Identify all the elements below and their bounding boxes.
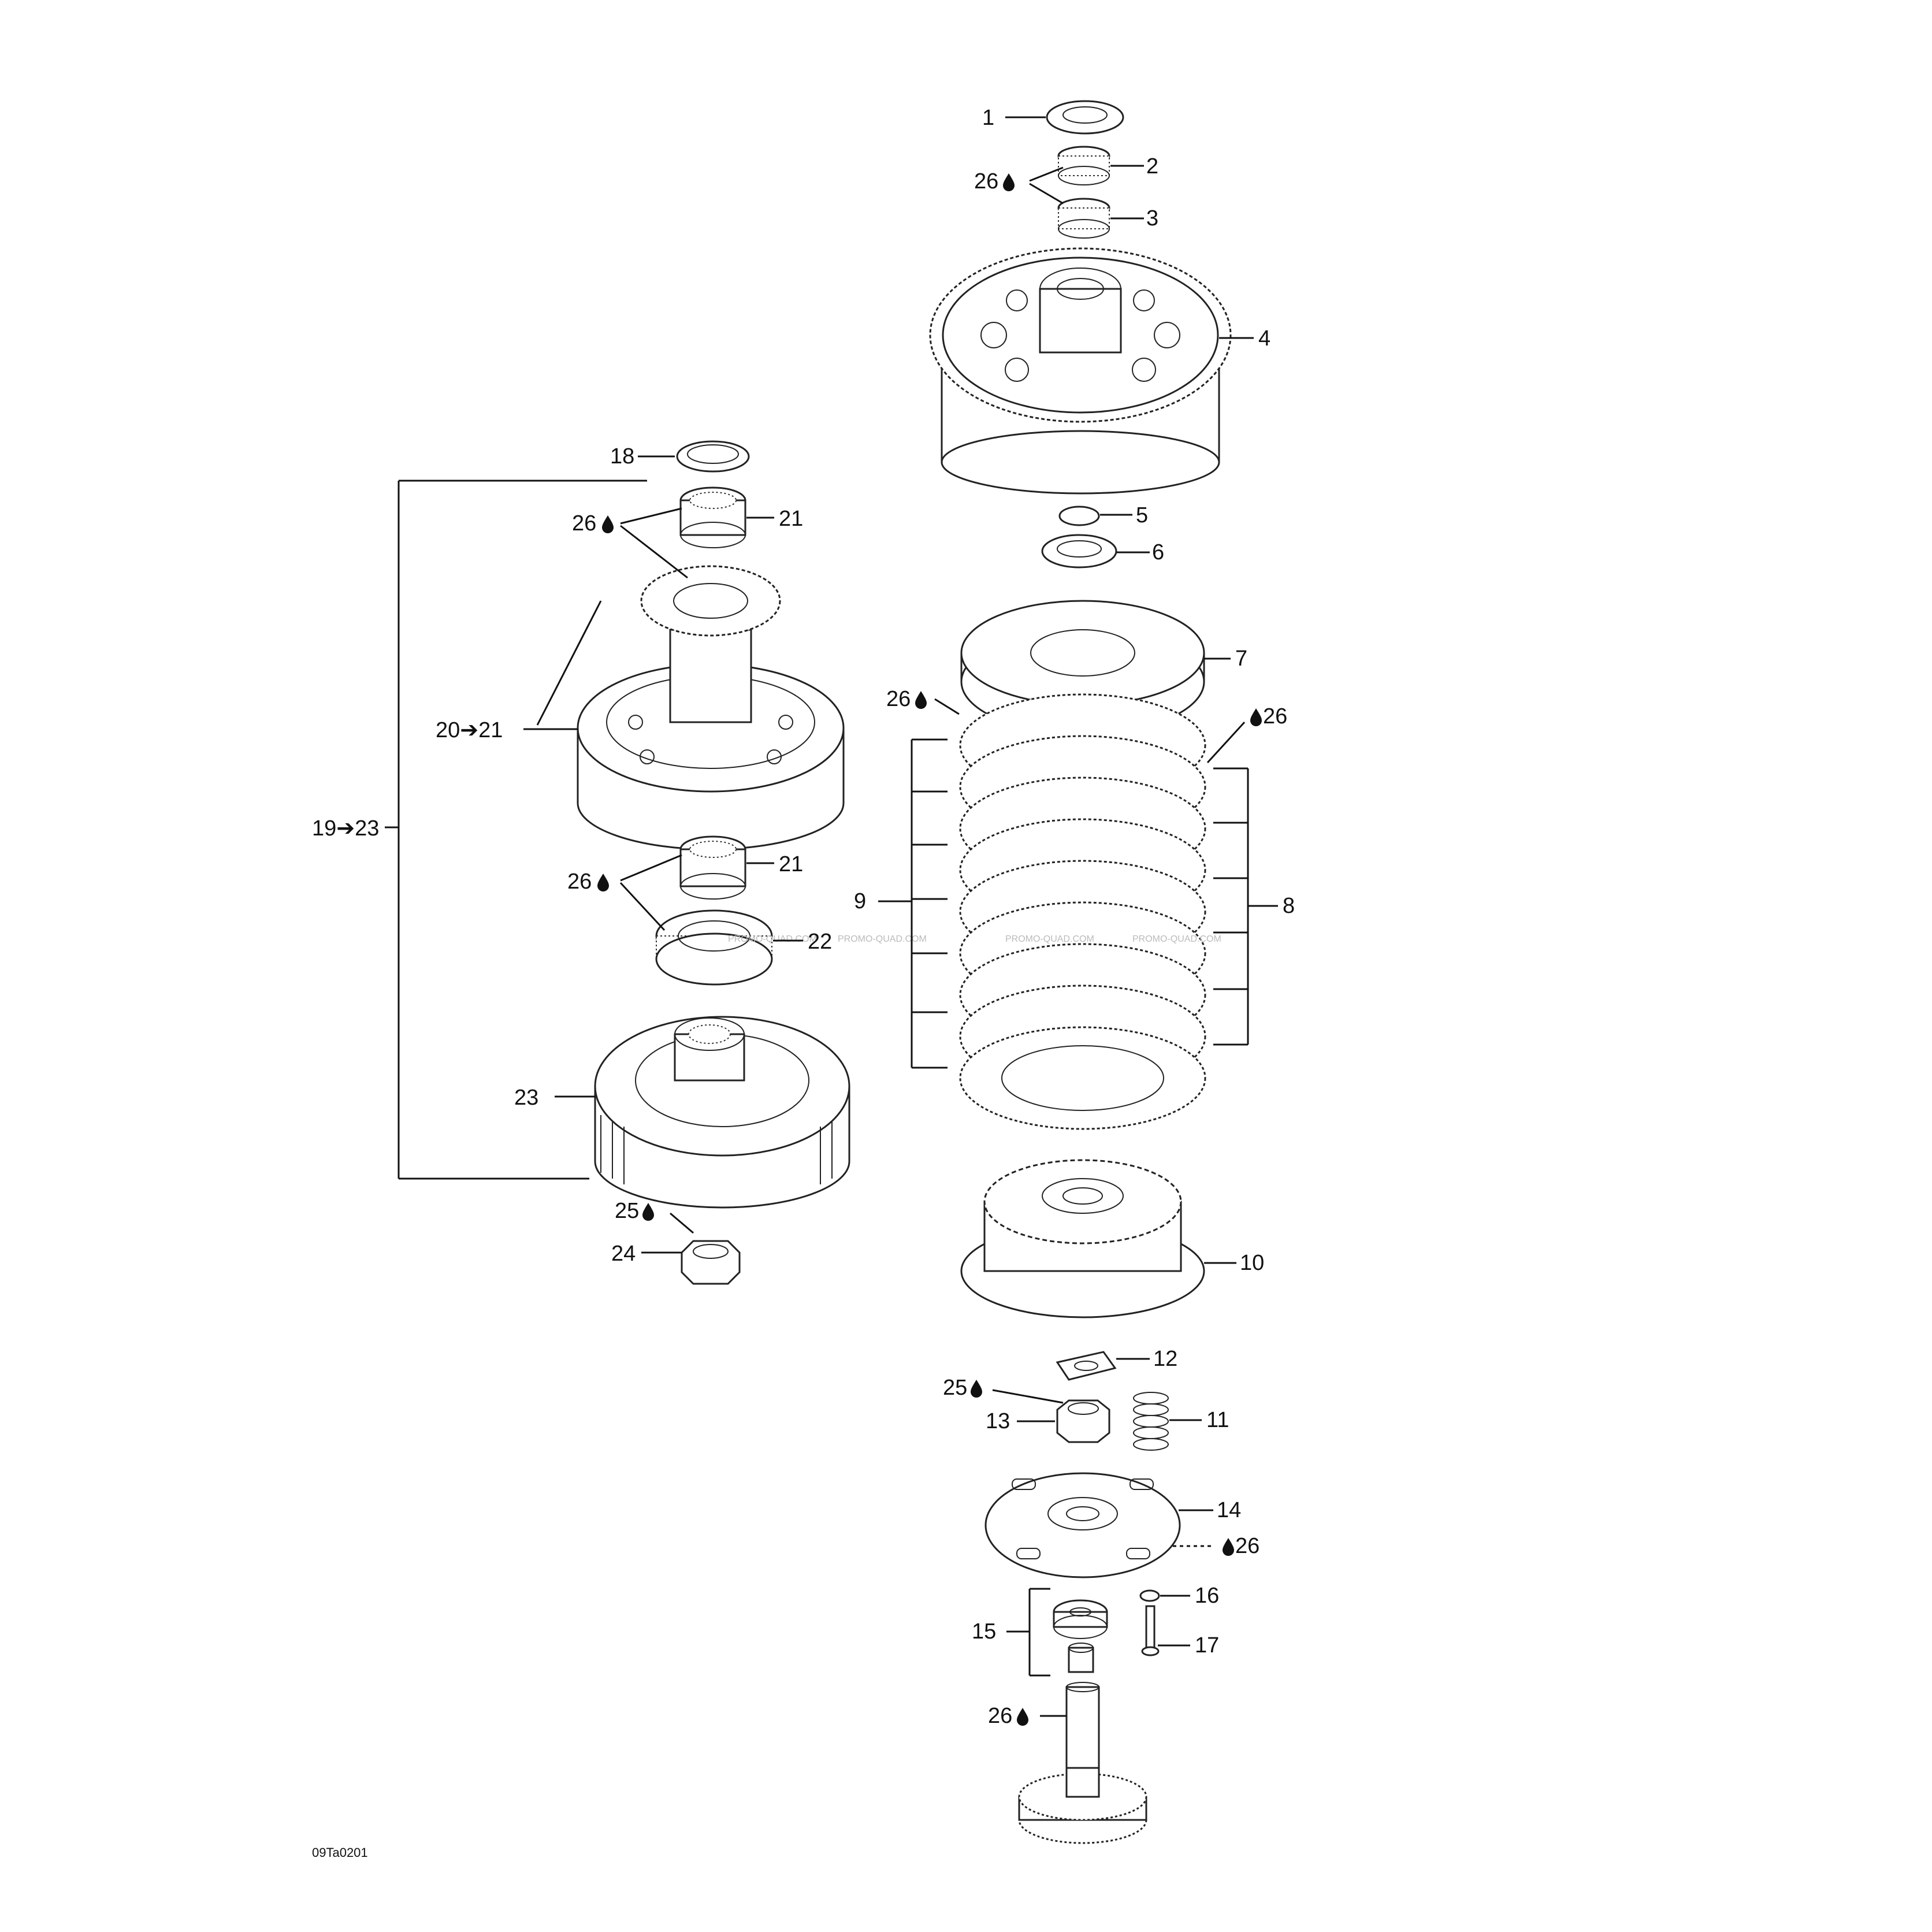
- callout-26-bearings: 26: [974, 169, 998, 194]
- oil-drop-icon: [1250, 708, 1262, 726]
- callout-26-pushrod: 26: [988, 1704, 1012, 1728]
- callout-9: 9: [854, 889, 866, 913]
- callout-7: 7: [1235, 647, 1247, 671]
- callout-26-discs-left: 26: [886, 687, 911, 711]
- part-21-bushing-lower: [679, 835, 746, 900]
- push-rod: [1018, 1682, 1147, 1844]
- part-21-bushing-upper: [679, 486, 746, 548]
- oil-drop-icon: [602, 515, 614, 533]
- callout-6: 6: [1152, 540, 1164, 564]
- callout-23: 23: [514, 1086, 538, 1110]
- callout-1: 1: [982, 106, 994, 130]
- part-23-one-way-housing: [594, 1016, 850, 1209]
- callout-24: 24: [611, 1242, 636, 1266]
- oil-drop-icon: [642, 1203, 654, 1221]
- callout-15: 15: [972, 1619, 996, 1644]
- part-4-clutch-housing-gear: [929, 247, 1232, 495]
- part-6-washer: [1041, 534, 1117, 569]
- part-1-washer: [1046, 100, 1124, 135]
- part-13-nut: [1056, 1399, 1110, 1443]
- callout-26-discs-right: 26: [1263, 704, 1287, 729]
- part-24-nut: [681, 1240, 741, 1285]
- watermark: PROMO-QUAD.COM: [1132, 934, 1221, 944]
- callout-12: 12: [1153, 1347, 1177, 1371]
- part-17-screw: [1141, 1605, 1160, 1656]
- part-8-9-clutch-disc-stack: [959, 693, 1206, 1130]
- callout-13: 13: [986, 1409, 1010, 1433]
- callout-4: 4: [1258, 326, 1270, 351]
- part-10-clutch-hub: [960, 1159, 1205, 1318]
- part-11-spring: [1133, 1392, 1169, 1451]
- callout-16: 16: [1195, 1584, 1219, 1608]
- callout-19-23: 19➔23: [312, 816, 379, 841]
- callout-20-21: 20➔21: [436, 718, 503, 742]
- callout-22: 22: [808, 930, 832, 954]
- callout-21-upper: 21: [779, 507, 803, 531]
- callout-17: 17: [1195, 1633, 1219, 1658]
- callout-8: 8: [1283, 894, 1295, 918]
- oil-drop-icon: [597, 874, 609, 891]
- watermark: PROMO-QUAD.COM: [838, 934, 927, 944]
- oil-drop-icon: [1003, 173, 1015, 191]
- drawing-code: 09Ta0201: [312, 1845, 368, 1860]
- oil-drop-icon: [915, 691, 927, 709]
- watermark: PROMO-QUAD.COM: [1005, 934, 1094, 944]
- part-16-washer: [1139, 1589, 1160, 1602]
- callout-11: 11: [1206, 1408, 1229, 1432]
- callout-26-bushing-upper: 26: [572, 511, 596, 536]
- oil-drop-icon: [971, 1380, 982, 1398]
- callout-26-bushing-lower: 26: [567, 870, 592, 894]
- part-14-lifter-plate: [984, 1472, 1181, 1578]
- part-22-one-way-clutch: [655, 909, 773, 986]
- part-12-washer: [1056, 1351, 1117, 1381]
- callout-18: 18: [610, 444, 634, 469]
- callout-14: 14: [1217, 1498, 1241, 1522]
- callout-10: 10: [1240, 1251, 1264, 1275]
- callout-26-lifter: 26: [1235, 1534, 1259, 1558]
- part-5-circlip: [1058, 506, 1100, 526]
- callout-3: 3: [1146, 206, 1158, 231]
- oil-drop-icon: [1017, 1708, 1028, 1726]
- callout-5: 5: [1136, 503, 1148, 527]
- callout-25-right: 25: [943, 1376, 967, 1400]
- callouts: 1 2 3 4 5 6 7 8 9 10 11 12 13 14 15 16 1…: [312, 106, 1295, 1728]
- part-2-needle-bearing: [1057, 146, 1110, 185]
- part-15-bearing-assembly: [1053, 1599, 1108, 1673]
- part-18-washer: [676, 440, 750, 473]
- callout-25-left: 25: [615, 1199, 639, 1223]
- part-20-starter-gear-drum: [577, 565, 845, 850]
- leader-lines: [385, 116, 1278, 1717]
- watermark: PROMO-QUAD.COM: [728, 934, 817, 944]
- callout-21-lower: 21: [779, 852, 803, 876]
- oil-drop-icon: [1223, 1538, 1234, 1556]
- part-3-needle-bearing: [1057, 198, 1110, 239]
- callout-2: 2: [1146, 154, 1158, 179]
